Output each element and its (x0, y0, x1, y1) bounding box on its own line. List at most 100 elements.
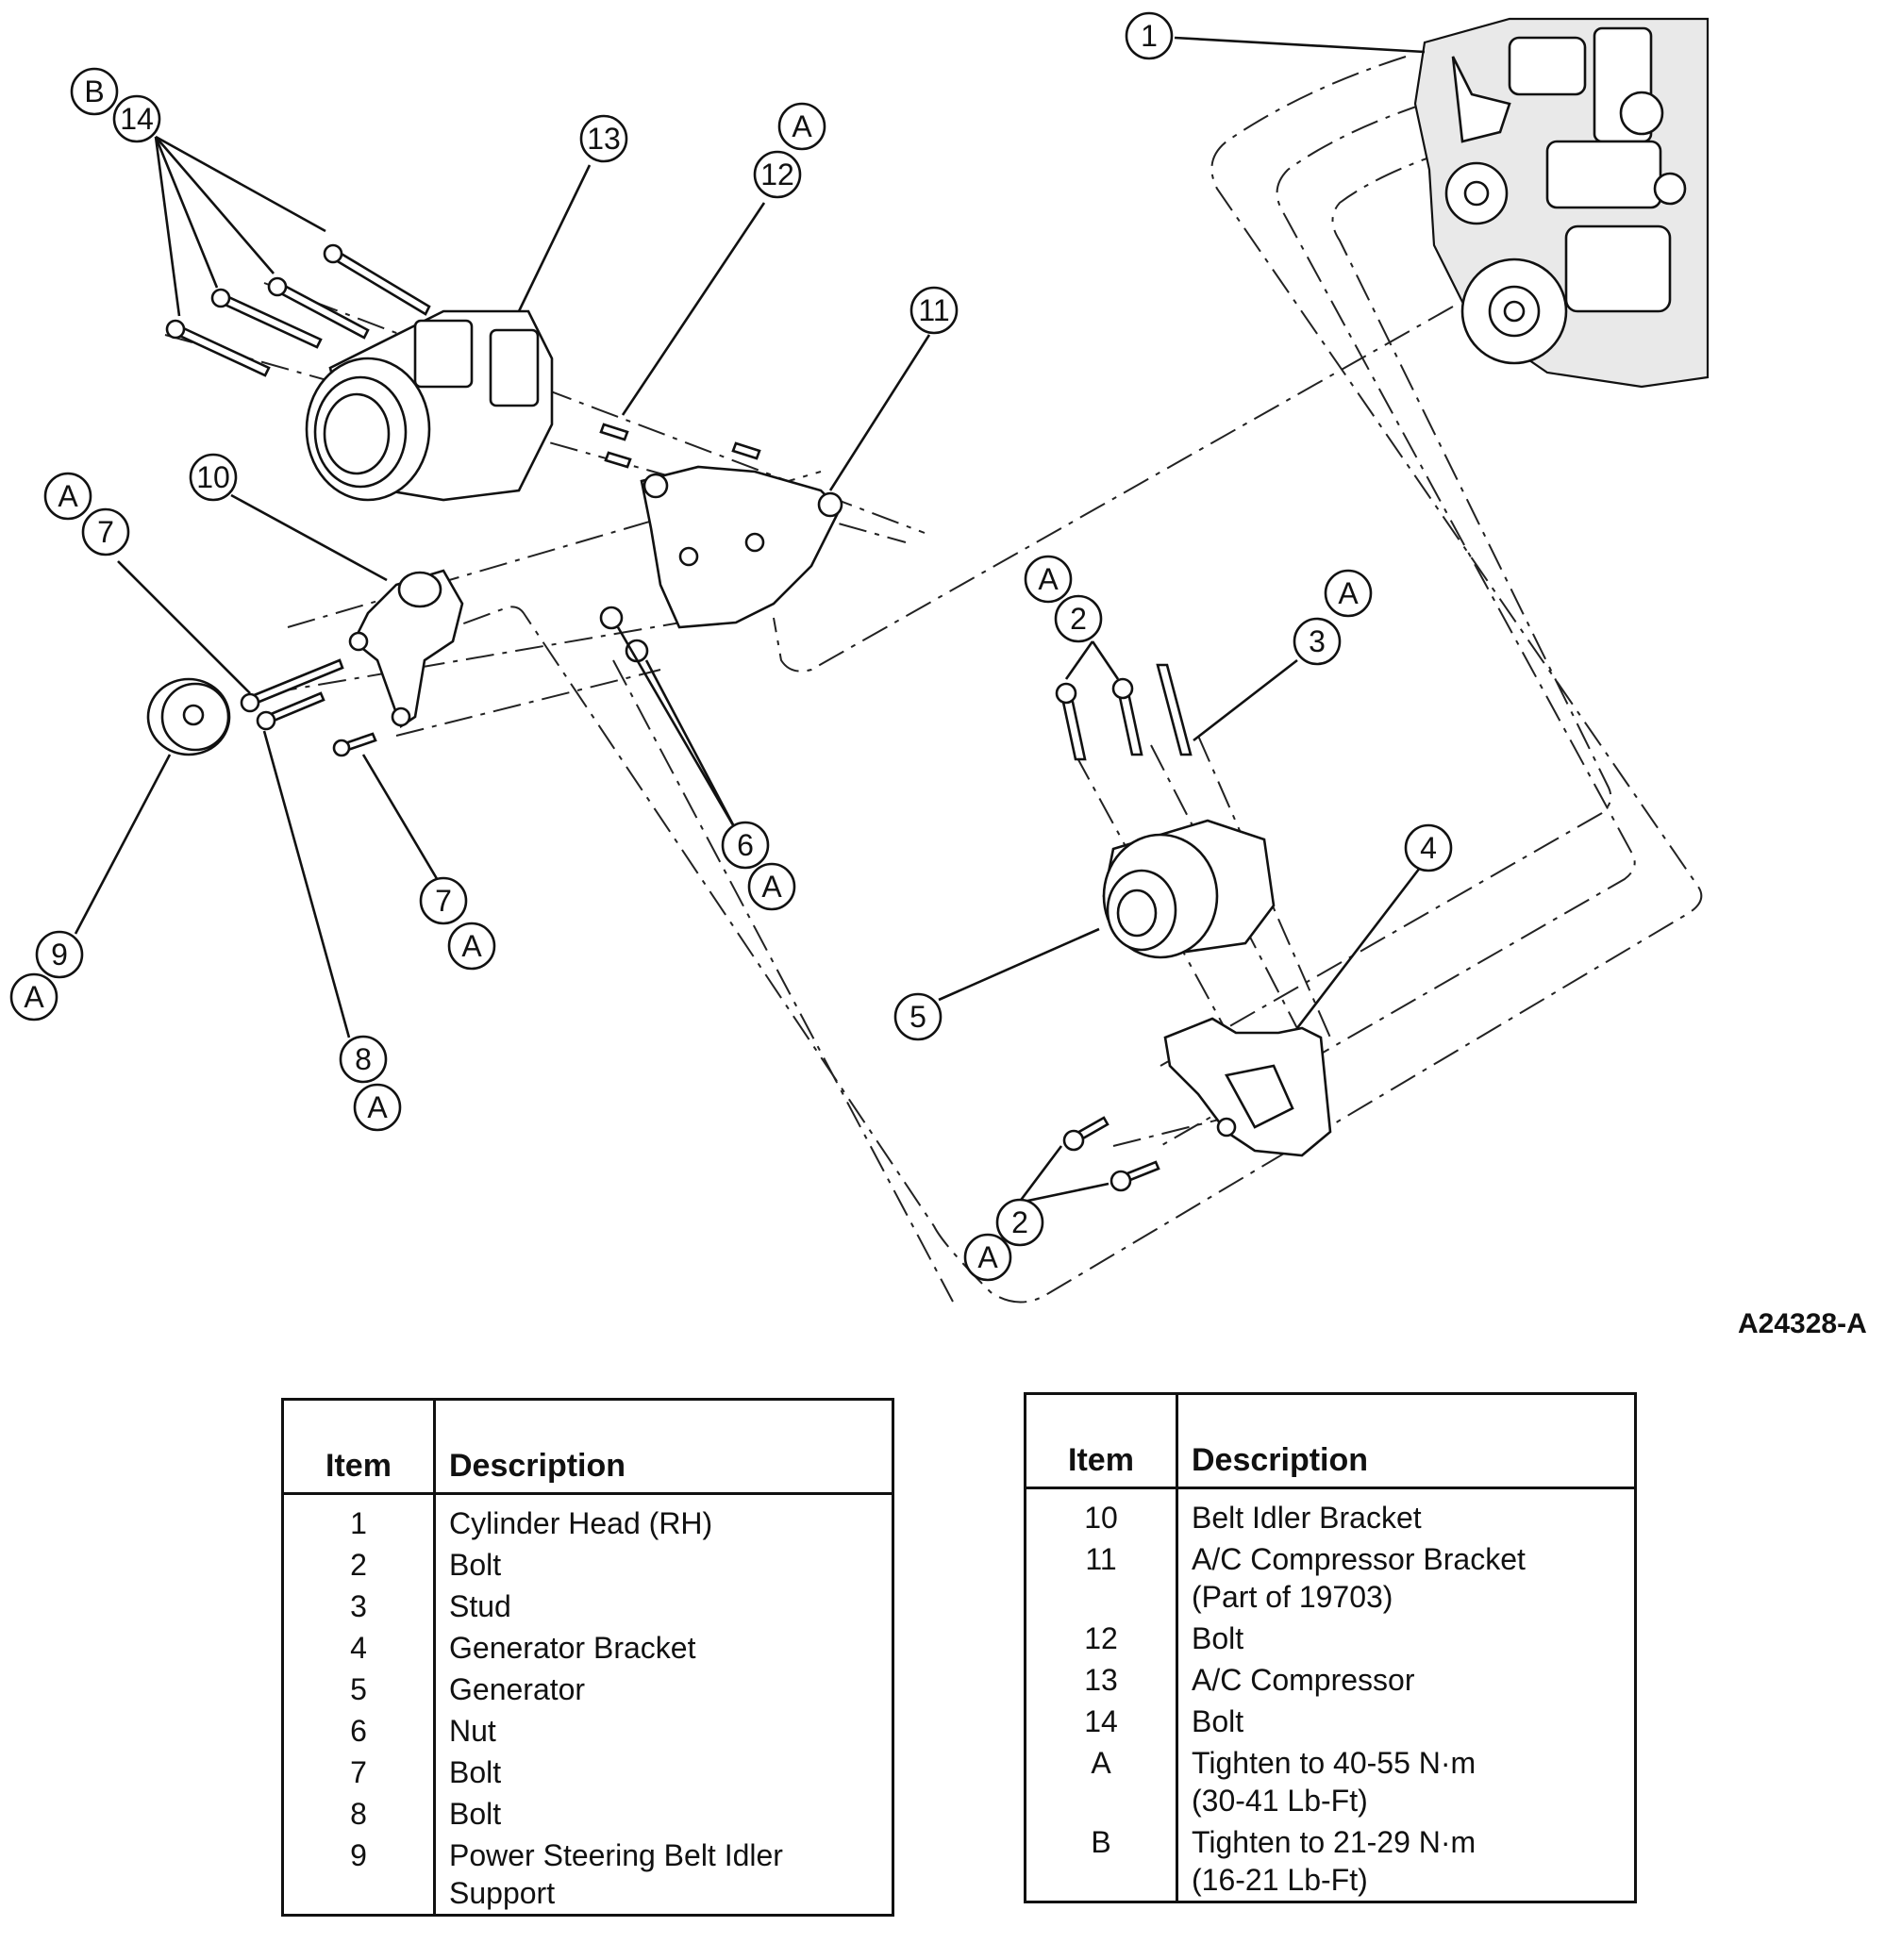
svg-text:4: 4 (1420, 831, 1437, 865)
callout-11: 11 (909, 286, 959, 335)
svg-text:14: 14 (120, 102, 154, 136)
legend-item-description: Stud (449, 1589, 511, 1623)
svg-text:8: 8 (355, 1042, 372, 1076)
svg-text:6: 6 (737, 828, 754, 862)
callout-a-8: A (353, 1083, 402, 1132)
svg-text:A: A (24, 980, 44, 1014)
legend-item-description: Cylinder Head (RH) (449, 1506, 713, 1540)
callout-2-upper: 2 (1054, 594, 1103, 643)
callout-6: 6 (721, 821, 770, 870)
legend-item-number: 9 (282, 1835, 436, 1916)
legend-item-description: Generator Bracket (449, 1631, 696, 1665)
svg-text:A: A (977, 1240, 998, 1274)
legend-item-number: 13 (1025, 1659, 1178, 1701)
svg-text:7: 7 (97, 515, 114, 549)
legend-item-description: Bolt (449, 1797, 502, 1831)
legend-item-number: 8 (282, 1793, 436, 1835)
figure-id: A24328-A (1738, 1308, 1867, 1339)
svg-text:A: A (367, 1090, 388, 1124)
callout-4: 4 (1404, 823, 1453, 872)
cylinder-head-rh-illustration (1413, 17, 1710, 389)
callout-7-upper: 7 (81, 507, 130, 556)
column-header-item: Item (282, 1399, 436, 1495)
callout-a-7-upper: A (43, 472, 92, 521)
callout-a-2-upper: A (1024, 555, 1073, 604)
nuts (599, 606, 649, 663)
callout-a-9: A (9, 972, 58, 1022)
legend-item-description: Bolt (449, 1755, 502, 1789)
generator-bolts (1055, 663, 1193, 761)
callout-3: 3 (1293, 617, 1342, 666)
legend-item-number: 12 (1025, 1618, 1178, 1659)
legend-row: 2 Bolt (282, 1544, 893, 1586)
callout-a-3: A (1324, 569, 1373, 618)
legend-item-description: Tighten to 21-29 N·m (16-21 Lb-Ft) (1192, 1825, 1477, 1897)
callout-14: 14 (112, 94, 161, 143)
callout-13: 13 (579, 114, 628, 163)
legend-item-description: A/C Compressor (1192, 1663, 1415, 1697)
legend-item-number: 1 (282, 1493, 436, 1544)
callout-9: 9 (35, 930, 84, 979)
svg-text:2: 2 (1011, 1205, 1028, 1239)
svg-text:7: 7 (435, 884, 452, 918)
legend-item-number: 4 (282, 1627, 436, 1669)
callout-b: B (70, 67, 119, 116)
svg-text:2: 2 (1070, 602, 1087, 636)
legend-item-number: 2 (282, 1544, 436, 1586)
column-header-item: Item (1025, 1393, 1178, 1489)
svg-text:B: B (84, 75, 104, 108)
exploded-view-diagram: 1 B 14 13 A 12 11 A 7 10 A 2 A 3 4 6 A 7… (9, 11, 1710, 1304)
legend-item-description: A/C Compressor Bracket (Part of 19703) (1192, 1542, 1526, 1614)
svg-text:A: A (1338, 576, 1359, 610)
svg-text:10: 10 (196, 460, 230, 494)
ac-compressor-illustration (305, 309, 554, 502)
callout-a-2-lower: A (963, 1233, 1012, 1282)
callout-5: 5 (893, 992, 943, 1041)
callout-8: 8 (339, 1035, 388, 1084)
legend-item-description: Nut (449, 1714, 496, 1748)
leader-lines (74, 36, 1426, 1204)
compressor-bolts (165, 243, 431, 377)
legend-item-description: Generator (449, 1672, 586, 1706)
generator-illustration (1102, 819, 1276, 959)
legend-item-number: 11 (1025, 1538, 1178, 1618)
legend-item-description: Bolt (1192, 1621, 1244, 1655)
legend-row: 7 Bolt (282, 1752, 893, 1793)
svg-text:5: 5 (909, 1000, 926, 1034)
legend-item-description: Bolt (449, 1548, 502, 1582)
svg-text:1: 1 (1141, 19, 1158, 53)
generator-bracket-illustration (1163, 1017, 1332, 1157)
column-header-description: Description (434, 1399, 893, 1495)
legend-item-number: B (1025, 1821, 1178, 1902)
legend-item-description: Belt Idler Bracket (1192, 1501, 1422, 1535)
legend-row: 13 A/C Compressor (1025, 1659, 1636, 1701)
legend-item-description: Power Steering Belt Idler Support (449, 1838, 783, 1910)
belt-idler-bracket-illustration (348, 569, 464, 729)
legend-row: 5 Generator (282, 1669, 893, 1710)
svg-text:9: 9 (51, 938, 68, 972)
callout-2-lower: 2 (995, 1198, 1044, 1247)
ac-compressor-bracket-illustration (599, 423, 843, 629)
legend-item-number: 14 (1025, 1701, 1178, 1742)
svg-text:13: 13 (587, 122, 621, 156)
legend-item-number: 10 (1025, 1487, 1178, 1538)
legend-item-number: 7 (282, 1752, 436, 1793)
legend-row: 10 Belt Idler Bracket (1025, 1487, 1636, 1538)
legend-item-description: Tighten to 40-55 N·m (30-41 Lb-Ft) (1192, 1746, 1477, 1818)
callout-1: 1 (1125, 11, 1174, 60)
callout-a-12: A (777, 102, 826, 151)
legend-row: 1 Cylinder Head (RH) (282, 1493, 893, 1544)
legend-item-number: A (1025, 1742, 1178, 1821)
svg-text:12: 12 (760, 158, 794, 191)
legend-item-number: 5 (282, 1669, 436, 1710)
svg-text:A: A (761, 870, 782, 904)
